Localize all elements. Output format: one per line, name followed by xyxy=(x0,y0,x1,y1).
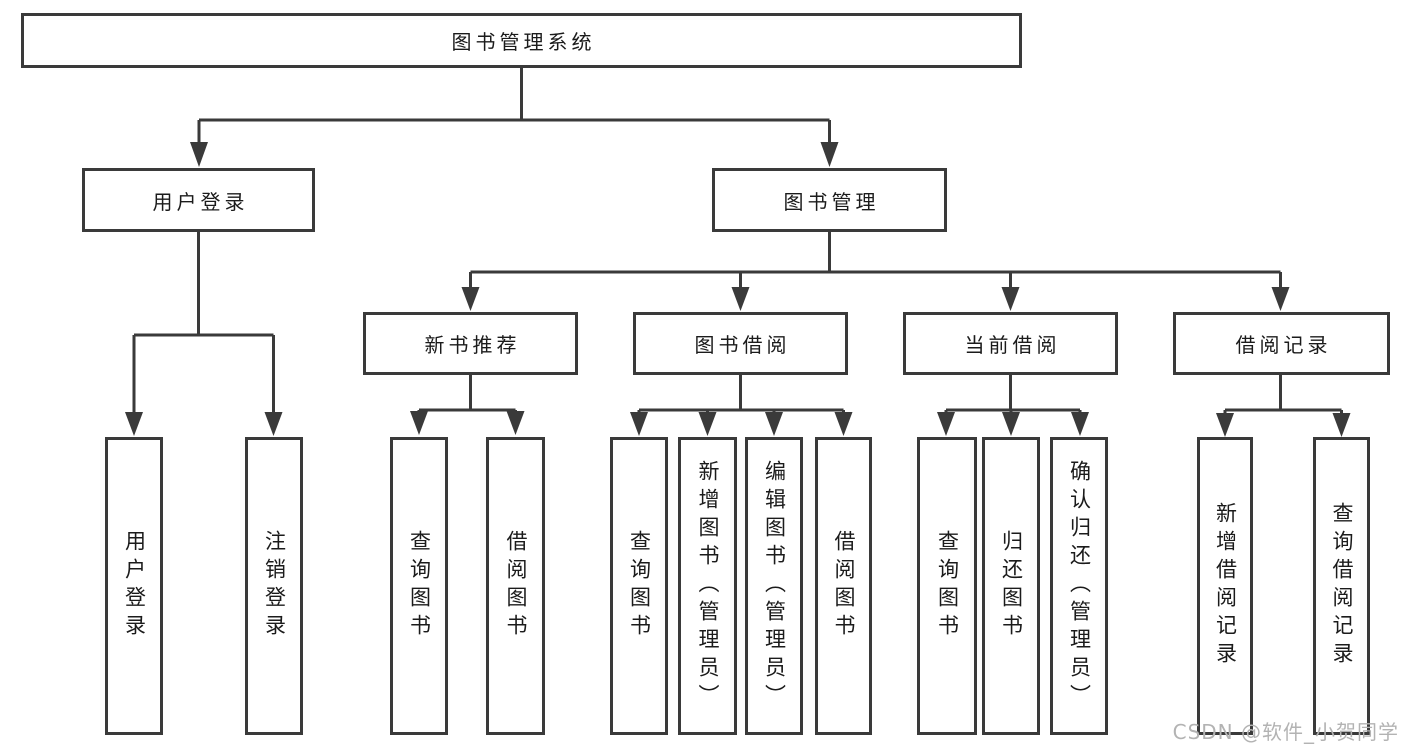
connector-paths xyxy=(132,68,1343,414)
node-bb-add-book: 新增图书（管理员） xyxy=(678,437,737,735)
node-root-label: 图书管理系统 xyxy=(451,30,596,54)
node-bb-edit-book-label: 编辑图书（管理员） xyxy=(762,460,787,712)
node-current-borrow: 当前借阅 xyxy=(903,312,1118,375)
node-bb-query-book-label: 查询图书 xyxy=(627,530,652,642)
node-bb-edit-book: 编辑图书（管理员） xyxy=(745,437,803,735)
node-rec-query-book: 查询图书 xyxy=(390,437,448,735)
node-logout-action-label: 注销登录 xyxy=(262,530,287,642)
node-cb-confirm-return-label: 确认归还（管理员） xyxy=(1067,460,1092,712)
node-br-add-record-label: 新增借阅记录 xyxy=(1213,502,1238,670)
node-br-add-record: 新增借阅记录 xyxy=(1197,437,1253,735)
node-bb-add-book-label: 新增图书（管理员） xyxy=(696,460,720,712)
node-root: 图书管理系统 xyxy=(21,13,1022,68)
node-br-query-record: 查询借阅记录 xyxy=(1313,437,1370,735)
node-rec-borrow-book-label: 借阅图书 xyxy=(504,530,528,642)
node-logout-action: 注销登录 xyxy=(245,437,303,735)
node-cb-query-book: 查询图书 xyxy=(917,437,977,735)
node-bb-borrow-book: 借阅图书 xyxy=(815,437,872,735)
node-book-borrow-label: 图书借阅 xyxy=(694,333,791,357)
node-cb-return-book: 归还图书 xyxy=(982,437,1040,735)
node-current-borrow-label: 当前借阅 xyxy=(964,333,1061,357)
node-new-book-rec-label: 新书推荐 xyxy=(424,333,521,357)
node-book-borrow: 图书借阅 xyxy=(633,312,848,375)
arrowheads xyxy=(125,142,1351,437)
csdn-watermark: CSDN @软件_小贺同学 xyxy=(1172,720,1399,744)
node-login-action: 用户登录 xyxy=(105,437,163,735)
node-user-login: 用户登录 xyxy=(82,168,315,232)
node-bb-query-book: 查询图书 xyxy=(610,437,668,735)
node-user-login-label: 用户登录 xyxy=(152,189,249,214)
node-rec-query-book-label: 查询图书 xyxy=(407,530,432,642)
node-br-query-record-label: 查询借阅记录 xyxy=(1330,502,1354,670)
node-cb-query-book-label: 查询图书 xyxy=(935,530,960,642)
node-book-mgmt-label: 图书管理 xyxy=(783,189,880,214)
node-borrow-record-label: 借阅记录 xyxy=(1235,333,1332,357)
node-login-action-label: 用户登录 xyxy=(122,530,147,642)
node-borrow-record: 借阅记录 xyxy=(1173,312,1390,375)
node-bb-borrow-book-label: 借阅图书 xyxy=(832,530,856,642)
node-rec-borrow-book: 借阅图书 xyxy=(486,437,545,735)
node-book-mgmt: 图书管理 xyxy=(712,168,947,232)
node-cb-return-book-label: 归还图书 xyxy=(999,530,1024,642)
node-new-book-rec: 新书推荐 xyxy=(363,312,578,375)
node-cb-confirm-return: 确认归还（管理员） xyxy=(1050,437,1108,735)
